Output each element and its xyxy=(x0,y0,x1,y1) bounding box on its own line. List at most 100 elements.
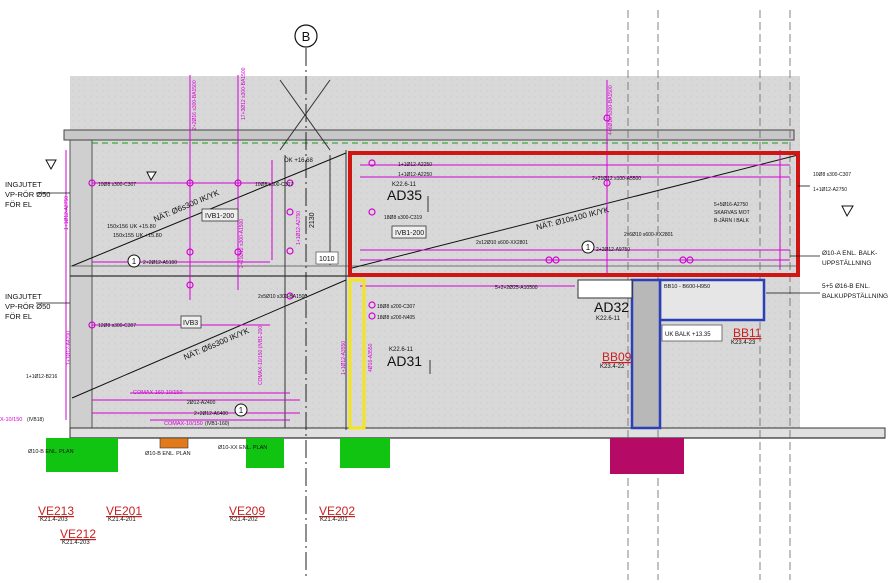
ivb1-label-b: IVB1-200 xyxy=(395,230,424,237)
foundation-ref-ve201: VE201 K21.4-201 xyxy=(106,504,142,523)
bar-label-c307-2: 12Ø8 s300-C307 xyxy=(98,323,136,329)
vbar-6: 1+1Ø12-A3550 xyxy=(341,341,347,375)
bar-label-c319: 18Ø8 s300-C319 xyxy=(384,215,422,221)
ad35-ref: K22.6-11 xyxy=(392,182,417,188)
foundation-maroon xyxy=(610,438,684,474)
bb11-label: BB11 xyxy=(733,326,762,340)
bar-label-c307-3: 18Ø8 s200-C307 xyxy=(377,304,415,310)
uk-balk-box xyxy=(661,324,723,342)
net-diagonal-right xyxy=(351,154,799,269)
vbar-8: COMAX-10/150 (IVB1-200) xyxy=(258,324,264,385)
grid-axis-bubble xyxy=(294,24,318,48)
foundation-ve209 xyxy=(246,438,284,468)
svg-text:VE213: VE213 xyxy=(38,504,74,518)
svg-text:VE202: VE202 xyxy=(319,504,355,518)
ivb3-box xyxy=(180,315,202,329)
left-cut-label-2: (IVB18) xyxy=(27,417,44,423)
bar-label-a2750-r: 1+1Ø12-A2750 xyxy=(813,187,847,193)
bar-label-skarvas-2: SKARVAS MOT xyxy=(714,210,750,216)
vbar-0: 2+2Ø16 s300-BA1500 xyxy=(192,80,198,130)
foundation-ref-ve213: VE213 K21.4-203 xyxy=(38,504,74,523)
foundation-ref-ve212: VE212 K21.4-203 xyxy=(60,527,96,546)
uk-balk-label: UK BALK +13.35 xyxy=(665,332,711,338)
foundation-ve202 xyxy=(340,438,390,468)
leaders xyxy=(36,185,820,374)
svg-text:FÖR EL: FÖR EL xyxy=(5,312,32,321)
svg-text:K21.4-202: K21.4-202 xyxy=(230,517,258,523)
balk-uppst-2b: BALKUPPSTÄLLNING xyxy=(822,292,888,300)
top-slab xyxy=(63,129,795,141)
ivb1-label-a: IVB1-200 xyxy=(205,213,234,220)
number-markers xyxy=(127,240,595,417)
svg-text:VE212: VE212 xyxy=(60,527,96,541)
rebar-labels: 2+2Ø12-A5100 1+1Ø12-A2250 1+1Ø12-A2250 2… xyxy=(26,162,851,417)
vertical-bar-labels: 2+2Ø16 s300-BA1500 17+3Ø12 s300-BA1500 4… xyxy=(64,67,614,385)
bar-label-skarvas-3: B-JÄRN I BALK xyxy=(714,217,750,224)
left-pipe-note-lower: INGJUTET VP-RÖR Ø50 FÖR EL xyxy=(5,292,50,321)
plan-label-2: Ø10-B ENL. PLAN xyxy=(145,451,191,457)
bar-label-a2250-1: 1+1Ø12-A2250 xyxy=(398,162,432,168)
dim-1010: 1010 xyxy=(319,256,335,263)
comax-label-1: COMAX 160-10/150 xyxy=(133,390,183,396)
comax-label-2: COMAX-10/150 xyxy=(164,421,203,427)
sleeve-label-1: 150x156 UK +15.80 xyxy=(107,224,156,230)
svg-text:K21.4-203: K21.4-203 xyxy=(40,517,68,523)
bar-label-ba1500: 2x5Ø10 s300-BA1500 xyxy=(258,294,307,300)
bar-label-c307-mid: 10Ø8 s300-C307 xyxy=(255,182,293,188)
svg-text:VP-RÖR Ø50: VP-RÖR Ø50 xyxy=(5,190,50,199)
svg-text:VE209: VE209 xyxy=(229,504,265,518)
svg-text:INGJUTET: INGJUTET xyxy=(5,180,42,189)
bar-label-a2400: 2Ø12-A2400 xyxy=(187,400,216,406)
floor-band xyxy=(69,427,886,439)
ad31-ref: K22.6-11 xyxy=(389,347,414,353)
bar-label-skarvas-1: 5+5Ø16-A2750 xyxy=(714,202,748,208)
left-cut-label: X-10/150 xyxy=(0,417,22,423)
ad32-ref: K22.6-11 xyxy=(596,316,621,322)
vbar-9: 1+1Ø12-A2750 xyxy=(64,196,70,230)
bar-label-c307-r: 10Ø8 s300-C307 xyxy=(813,172,851,178)
grid-axis-label: B xyxy=(302,29,311,44)
section-triangle-1 xyxy=(45,159,57,171)
bar-label-a6400: 2+2Ø12-A6400 xyxy=(194,411,228,417)
plan-label-3: Ø10-XX ENL. PLAN xyxy=(218,445,267,451)
bb10-label: BB10 - B600-H950 xyxy=(664,284,710,290)
beam-bb09 xyxy=(630,278,662,430)
ad32-label: AD32 xyxy=(594,299,629,315)
svg-text:VE201: VE201 xyxy=(106,504,142,518)
bar-label-xx2801-a: 2x12Ø10 s600-XX2801 xyxy=(476,240,528,246)
net-diagonal-lower xyxy=(71,279,347,399)
svg-text:K21.4-201: K21.4-201 xyxy=(108,517,136,523)
plan-label-1: Ø10-B ENL. PLAN xyxy=(28,449,74,455)
left-pipe-note-upper: INGJUTET VP-RÖR Ø50 FÖR EL xyxy=(5,180,50,209)
balk-uppst-1a: Ø10-A ENL. BALK- xyxy=(822,250,877,257)
svg-text:K21.4-201: K21.4-201 xyxy=(320,517,348,523)
section-triangle-3 xyxy=(146,171,157,182)
section-triangle-2 xyxy=(841,205,854,218)
vbar-4: 1+1Ø12-A2750 xyxy=(296,211,302,245)
bb09-ref: K23.4-22 xyxy=(600,364,625,370)
bar-label-a2250-2: 1+1Ø12-A2250 xyxy=(398,172,432,178)
ok-label: ÖK +16.68 xyxy=(284,157,314,164)
sleeve-label-2: 150x155 UK +15.80 xyxy=(113,233,162,239)
bar-label-a5100: 2+2Ø12-A5100 xyxy=(143,260,177,266)
balk-uppst-2a: 5+5 Ø16-B ENL. xyxy=(822,283,870,290)
ivb1-box-b xyxy=(391,225,427,239)
svg-text:K21.4-203: K21.4-203 xyxy=(62,540,90,546)
dim-1010-box xyxy=(315,251,339,265)
marker-1c: 1 xyxy=(239,406,244,415)
wall-fill xyxy=(70,76,800,431)
foundation-ref-ve209: VE209 K21.4-202 xyxy=(229,504,265,523)
foundation-ve201 xyxy=(159,437,189,449)
vbar-5: 1+1Ø12-A4200 xyxy=(66,331,72,365)
stair-diagonal-2 xyxy=(279,79,331,151)
bar-label-n405: 18Ø8 s200-N405 xyxy=(377,315,415,321)
ad35-label: AD35 xyxy=(387,187,422,203)
svg-text:VP-RÖR Ø50: VP-RÖR Ø50 xyxy=(5,302,50,311)
bar-label-c307-1: 10Ø8 s300-C307 xyxy=(98,182,136,188)
foundation-ref-ve202: VE202 K21.4-201 xyxy=(319,504,355,523)
balk-uppst-1b: UPPSTÄLLNING xyxy=(822,259,872,267)
marker-1b: 1 xyxy=(586,243,591,252)
bb09-label: BB09 xyxy=(602,350,632,364)
rebar-lines xyxy=(65,75,790,421)
